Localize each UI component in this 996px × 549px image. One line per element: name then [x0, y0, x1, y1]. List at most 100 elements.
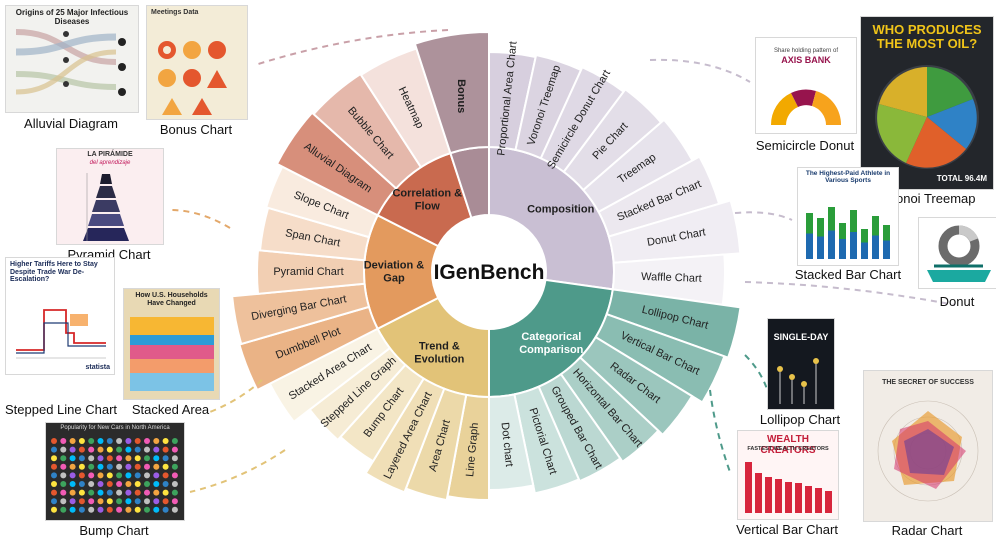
vertical-bar — [815, 488, 822, 513]
bump-dot — [125, 489, 132, 496]
bump-dot — [51, 463, 57, 470]
bump-dot — [78, 472, 85, 479]
lollipop-chart-thumbnail[interactable]: SINGLE-DAY — [767, 318, 835, 410]
bump-dot — [171, 481, 178, 487]
bonus-chart-caption: Bonus Chart — [159, 122, 233, 137]
voronoi-treemap-caption: Voronoi Treemap — [876, 191, 976, 206]
bump-dot — [97, 506, 104, 513]
pyramid-graphic — [83, 173, 129, 241]
bump-dot — [78, 506, 85, 513]
bump-dot — [171, 489, 178, 496]
bump-dot — [116, 438, 123, 444]
bump-dot — [106, 463, 113, 470]
bump-dot — [69, 455, 76, 462]
stepped-line-graphic — [16, 309, 106, 359]
stacked-bar-thumbnail-title: The Highest-Paid Athlete in Various Spor… — [805, 170, 891, 185]
bump-dot — [162, 498, 169, 505]
chart-label-waffle-chart: Waffle Chart — [641, 271, 702, 285]
alluvial-diagram-caption: Alluvial Diagram — [24, 116, 118, 131]
bump-dot — [144, 438, 150, 444]
vertical-bars — [742, 457, 834, 519]
semicircle-donut-thumbnail[interactable]: Share holding pattern of AXIS BANK — [755, 37, 857, 134]
radar-chart-caption: Radar Chart — [891, 523, 963, 538]
radar-thumbnail-title: THE SECRET OF SUCCESS — [882, 379, 974, 386]
radar-chart-thumbnail[interactable]: THE SECRET OF SUCCESS — [863, 370, 993, 522]
alluvial-flow-graphic — [15, 29, 126, 96]
center-title: IGenBench — [434, 261, 545, 284]
bump-dot — [69, 463, 76, 470]
bump-dot — [88, 498, 95, 505]
chart-label-line-graph: Line Graph — [464, 422, 481, 477]
bump-dot — [88, 481, 95, 487]
stacked-bar — [883, 225, 890, 259]
vertical-bar — [805, 485, 812, 513]
stacked-area-thumbnail[interactable]: How U.S. Households Have Changed — [123, 288, 220, 400]
stacked-bars — [804, 190, 892, 265]
radar-graphic — [877, 400, 979, 502]
bump-dot — [60, 489, 67, 496]
vertical-bar — [795, 483, 802, 513]
bump-dot — [106, 455, 113, 462]
bump-chart-thumbnail[interactable]: Popularity for New Cars in North America — [45, 422, 185, 521]
connector-line-8 — [209, 379, 263, 413]
bump-dot — [144, 446, 150, 453]
stacked-bar — [839, 223, 846, 259]
bump-dot — [144, 498, 150, 505]
bump-dot — [116, 506, 123, 513]
bump-dot — [125, 472, 132, 479]
bump-dot — [97, 481, 104, 487]
bump-dot — [78, 438, 85, 444]
bump-dot — [88, 472, 95, 479]
bump-dot — [153, 463, 160, 470]
stacked-bar — [850, 209, 857, 259]
bump-dot — [134, 463, 141, 470]
outer-sector-bonus[interactable] — [413, 30, 490, 155]
bump-dot — [78, 481, 85, 487]
bump-dot — [69, 481, 76, 487]
bump-dot — [153, 472, 160, 479]
connector-line-1 — [254, 29, 449, 66]
bump-dot — [162, 446, 169, 453]
donut-thumbnail[interactable] — [918, 217, 996, 289]
connector-line-6 — [709, 389, 731, 473]
category-bonus[interactable]: Bonus — [413, 30, 490, 220]
bump-dot — [134, 481, 141, 487]
category-label-bonus: Bonus — [455, 79, 467, 113]
bump-dot — [116, 472, 123, 479]
stepped-thumbnail-title: Higher Tariffs Here to Stay Despite Trad… — [10, 261, 98, 284]
statista-brand: statista — [85, 364, 110, 371]
bump-dot — [125, 463, 132, 470]
bump-dot — [162, 463, 169, 470]
stacked-bar-chart-caption: Stacked Bar Chart — [794, 267, 902, 282]
voronoi-treemap-thumbnail[interactable]: WHO PRODUCES THE MOST OIL? TOTAL 96.4M — [860, 16, 994, 190]
bump-dot — [106, 472, 113, 479]
bump-dot — [171, 498, 178, 505]
bump-dot — [116, 446, 123, 453]
bonus-thumbnail-title: Meetings Data — [151, 9, 199, 16]
bump-dot — [60, 463, 67, 470]
connector-line-7 — [169, 209, 231, 229]
bump-dot — [153, 455, 160, 462]
stepped-line-chart-thumbnail[interactable]: Higher Tariffs Here to Stay Despite Trad… — [5, 257, 115, 375]
bump-dot — [144, 472, 150, 479]
bump-dot — [116, 463, 123, 470]
bonus-chart-thumbnail[interactable]: Meetings Data — [146, 5, 248, 120]
pyramid-chart-thumbnail[interactable]: LA PIRÁMIDE del aprendizaje — [56, 148, 164, 245]
bump-dot — [97, 455, 104, 462]
bump-dot — [60, 455, 67, 462]
vertical-bar-chart-thumbnail[interactable]: WEALTH CREATORS FASTEST WEALTH CREATORS — [737, 430, 839, 520]
pyramid-thumbnail-title: LA PIRÁMIDE — [87, 151, 133, 158]
stacked-bar-thumbnail[interactable]: The Highest-Paid Athlete in Various Spor… — [797, 167, 899, 266]
alluvial-diagram-thumbnail[interactable]: Origins of 25 Major Infectious Diseases — [5, 5, 139, 113]
bump-dot — [171, 506, 178, 513]
lollipop-graphic — [777, 358, 819, 404]
vertical-bar — [775, 478, 782, 513]
bump-dot — [97, 463, 104, 470]
semicircle-donut-caption: Semicircle Donut — [755, 138, 855, 153]
bump-dot — [51, 446, 57, 453]
